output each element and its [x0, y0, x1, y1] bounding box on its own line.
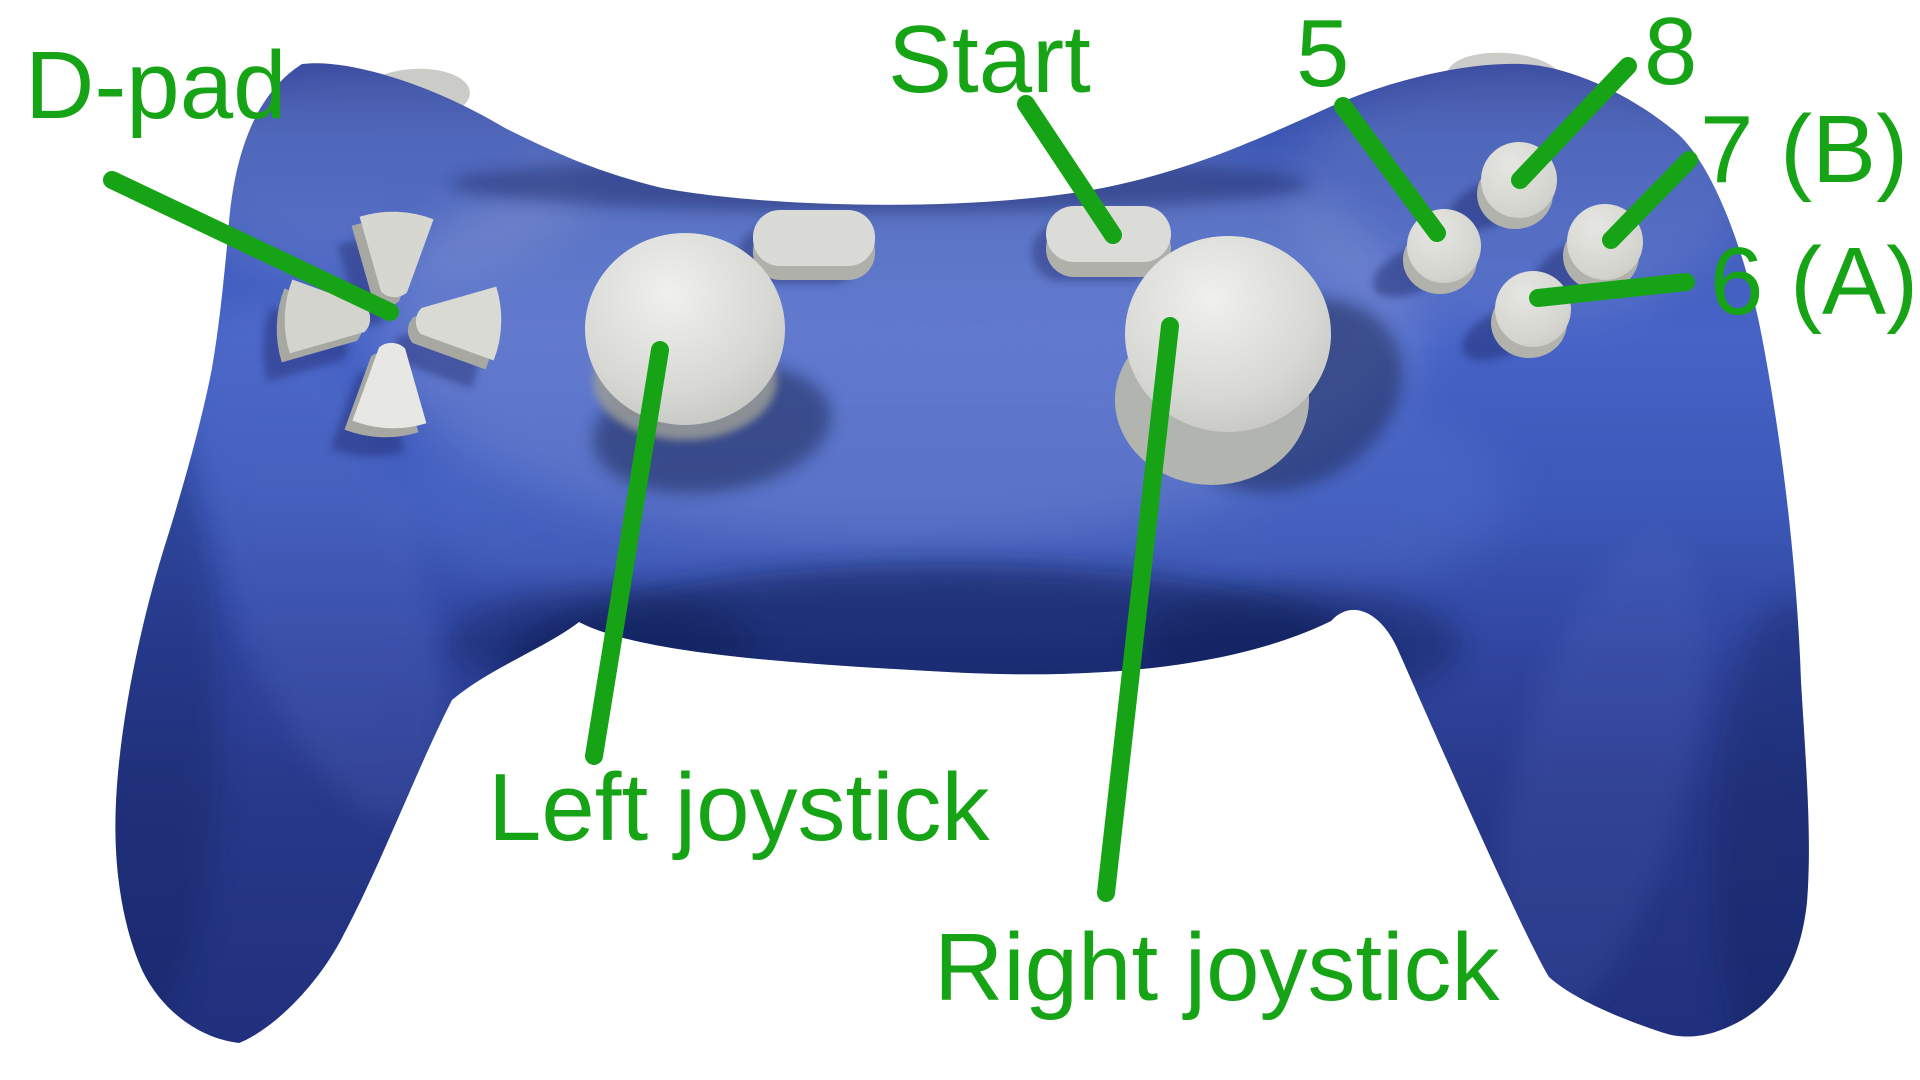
button-7-label: 7 (B) [1700, 96, 1908, 203]
annotation-labels: D-pad Start 5 8 7 (B) 6 (A) Left joystic… [25, 0, 1918, 1021]
button-5-leader-line [1334, 97, 1446, 242]
right-joystick-leader-line [1097, 317, 1179, 902]
right-joystick-label: Right joystick [934, 914, 1501, 1021]
dpad-label: D-pad [25, 32, 286, 139]
annotation-layer [103, 57, 1698, 902]
dpad-leader-line [103, 171, 399, 321]
select-button [738, 210, 875, 284]
left-joystick-leader-line [585, 341, 669, 765]
button-8-label: 8 [1644, 0, 1697, 105]
button-5-label: 5 [1296, 0, 1349, 107]
button-6-leader-line [1529, 273, 1695, 307]
start-leader-line [1017, 95, 1122, 244]
start-button [1032, 206, 1171, 281]
button-8-leader-line [1511, 57, 1637, 189]
left-joystick-label: Left joystick [488, 754, 991, 861]
start-label: Start [888, 6, 1091, 113]
button-7-leader-line [1602, 151, 1698, 249]
button-6-label: 6 (A) [1710, 228, 1918, 335]
